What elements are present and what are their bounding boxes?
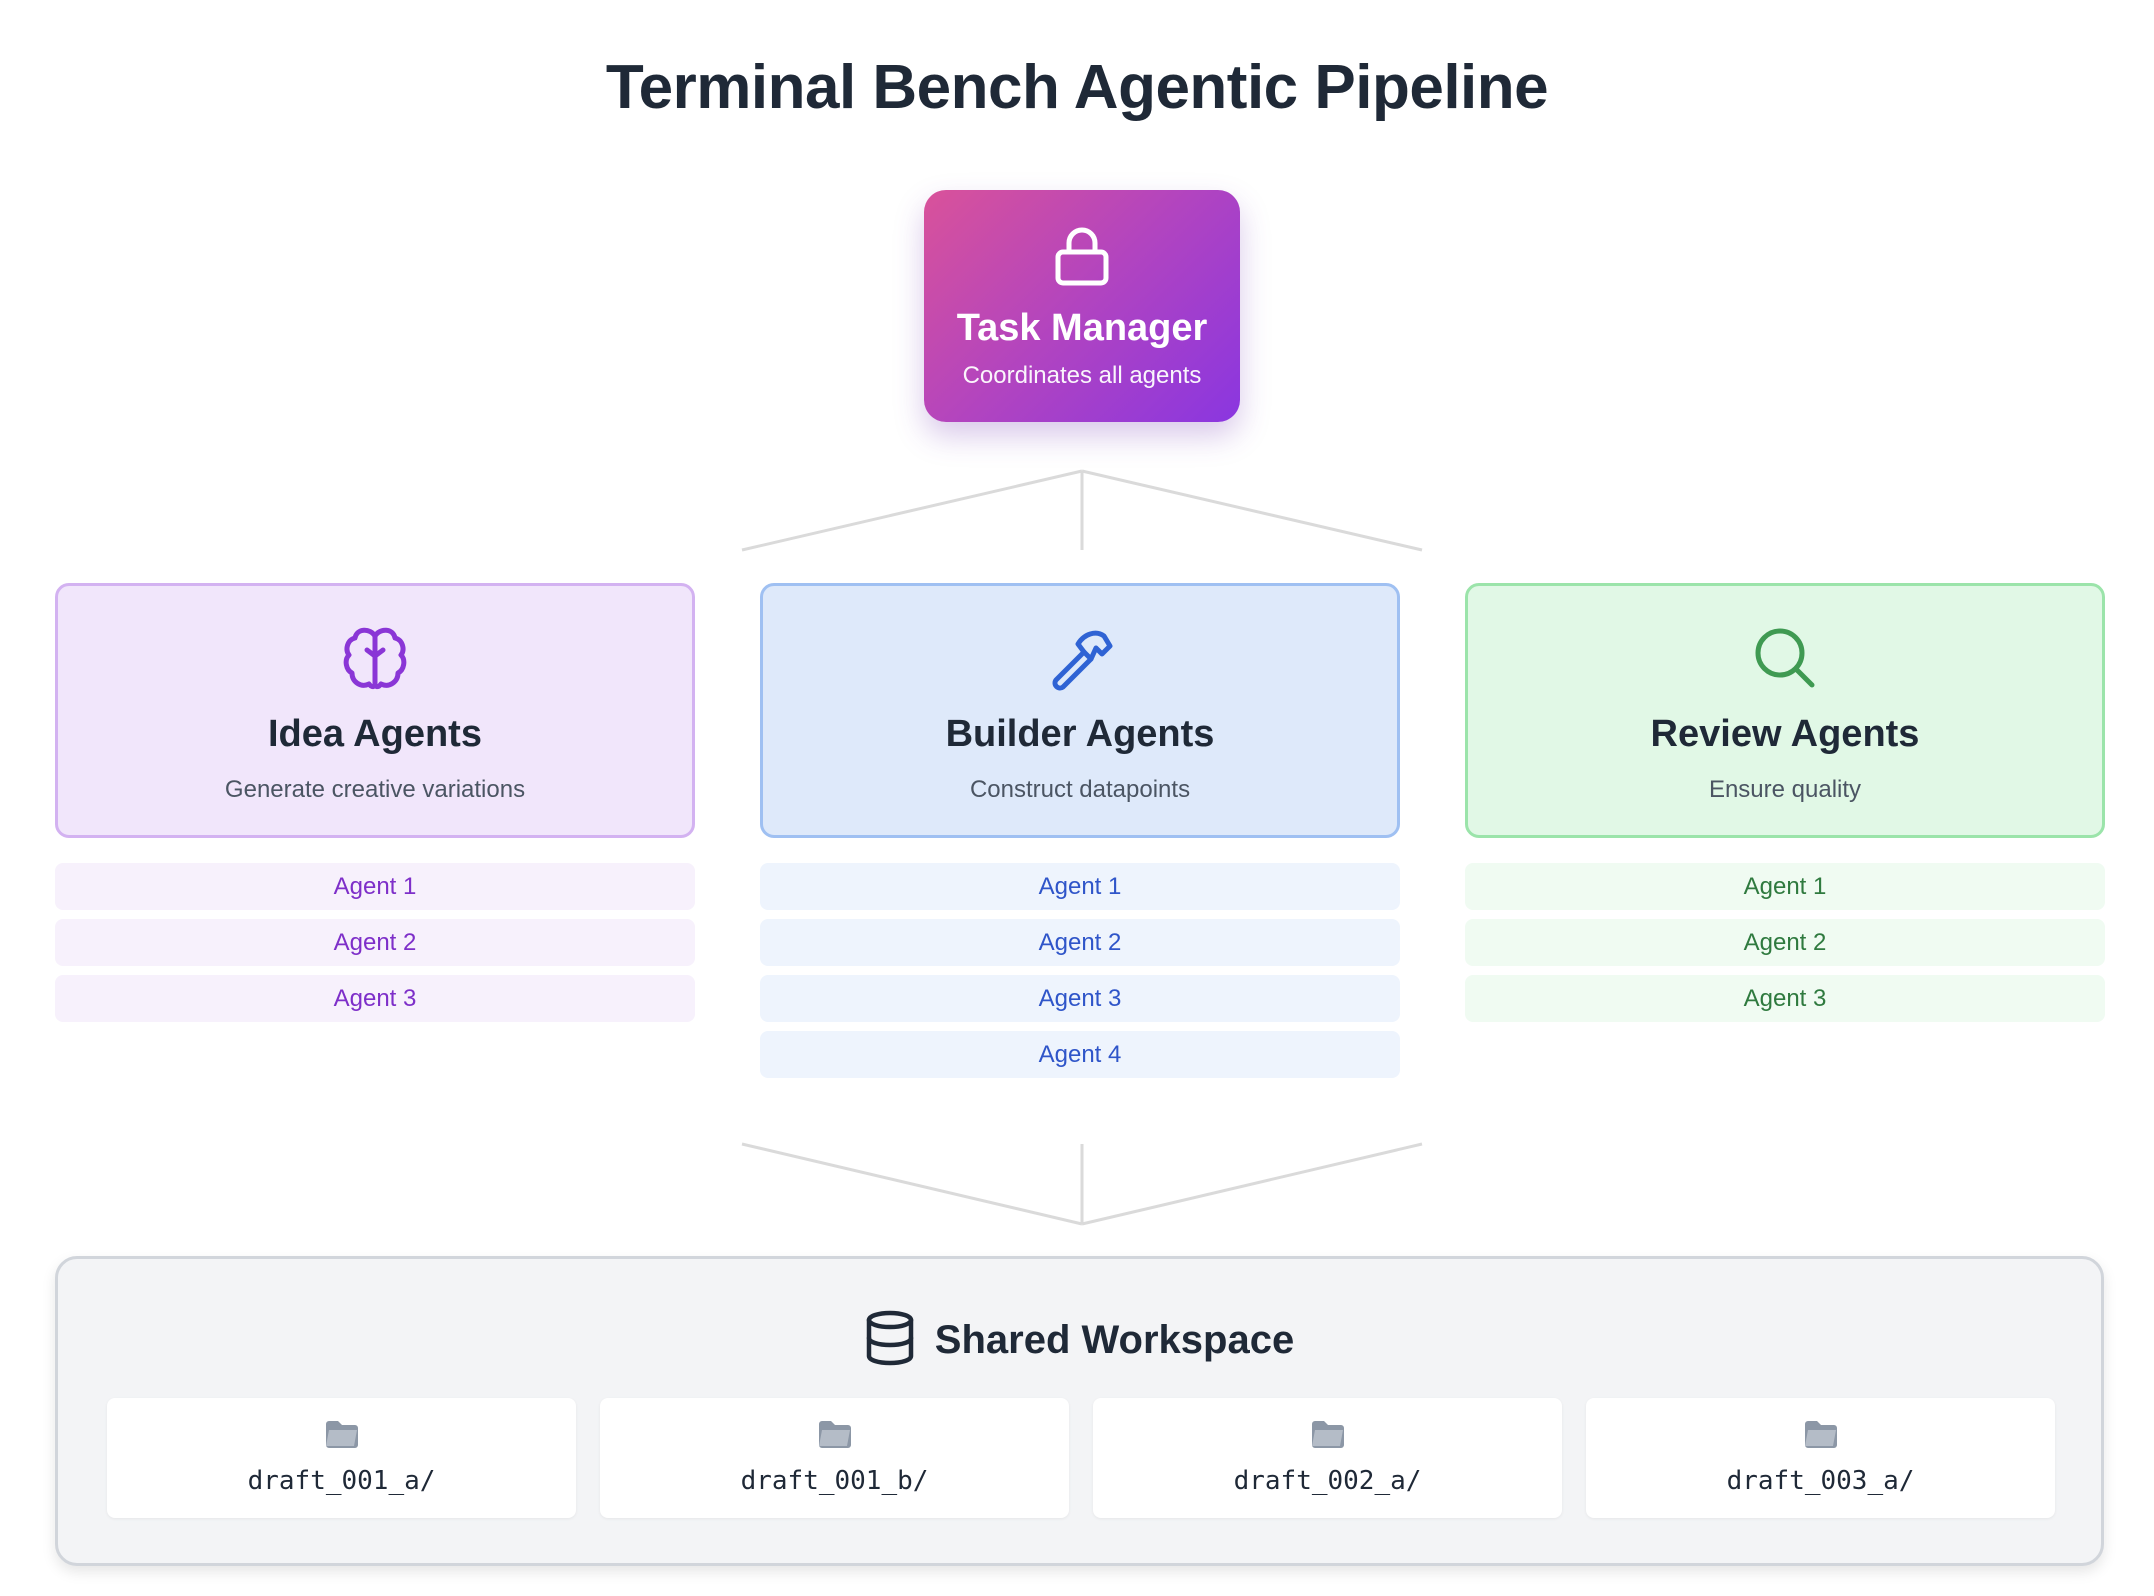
- folder-icon: [1093, 1418, 1562, 1454]
- folder-name: draft_001_a/: [247, 1466, 436, 1496]
- folder-name: draft_001_b/: [740, 1466, 929, 1496]
- idea-agent-item[interactable]: Agent 1: [55, 863, 695, 910]
- idea-agents-subtitle: Generate creative variations: [224, 776, 526, 803]
- builder-agent-item[interactable]: Agent 2: [760, 919, 1400, 966]
- search-icon: [1468, 622, 2102, 698]
- builder-agent-item[interactable]: Agent 4: [760, 1031, 1400, 1078]
- folder-name: draft_003_a/: [1726, 1466, 1915, 1496]
- workspace-header: Shared Workspace: [58, 1310, 2101, 1370]
- review-agents-column: Review Agents Ensure quality Agent 1 Age…: [1465, 583, 2105, 1031]
- workspace-title: Shared Workspace: [934, 1317, 1295, 1362]
- brain-icon: [58, 622, 692, 698]
- idea-agent-list: Agent 1 Agent 2 Agent 3: [55, 863, 695, 1022]
- builder-agent-item[interactable]: Agent 1: [760, 863, 1400, 910]
- database-icon: [865, 1310, 915, 1371]
- page-title: Terminal Bench Agentic Pipeline: [605, 53, 1549, 122]
- folder-icon: [1586, 1418, 2055, 1454]
- builder-agents-title: Builder Agents: [945, 713, 1215, 755]
- task-manager-title: Task Manager: [956, 307, 1208, 349]
- builder-agents-card[interactable]: Builder Agents Construct datapoints: [760, 583, 1400, 838]
- lock-icon: [924, 224, 1240, 288]
- shared-workspace-panel: Shared Workspace draft_001_a/ draft_001_…: [55, 1256, 2104, 1566]
- idea-agents-card[interactable]: Idea Agents Generate creative variations: [55, 583, 695, 838]
- folder-card[interactable]: draft_002_a/: [1093, 1398, 1562, 1518]
- review-agent-list: Agent 1 Agent 2 Agent 3: [1465, 863, 2105, 1022]
- task-manager-subtitle: Coordinates all agents: [962, 362, 1202, 389]
- review-agent-item[interactable]: Agent 2: [1465, 919, 2105, 966]
- review-agent-item[interactable]: Agent 1: [1465, 863, 2105, 910]
- review-agents-title: Review Agents: [1650, 713, 1920, 755]
- builder-agents-subtitle: Construct datapoints: [969, 776, 1191, 803]
- hammer-icon: [763, 622, 1397, 698]
- builder-agent-list: Agent 1 Agent 2 Agent 3 Agent 4: [760, 863, 1400, 1078]
- task-manager-card[interactable]: Task Manager Coordinates all agents: [924, 190, 1240, 422]
- review-agents-subtitle: Ensure quality: [1708, 776, 1862, 803]
- folder-card[interactable]: draft_003_a/: [1586, 1398, 2055, 1518]
- review-agents-card[interactable]: Review Agents Ensure quality: [1465, 583, 2105, 838]
- idea-agents-title: Idea Agents: [268, 713, 482, 755]
- folder-name: draft_002_a/: [1233, 1466, 1422, 1496]
- review-agent-item[interactable]: Agent 3: [1465, 975, 2105, 1022]
- builder-agent-item[interactable]: Agent 3: [760, 975, 1400, 1022]
- folder-card[interactable]: draft_001_b/: [600, 1398, 1069, 1518]
- builder-agents-column: Builder Agents Construct datapoints Agen…: [760, 583, 1400, 1087]
- idea-agent-item[interactable]: Agent 3: [55, 975, 695, 1022]
- idea-agent-item[interactable]: Agent 2: [55, 919, 695, 966]
- folder-icon: [107, 1418, 576, 1454]
- folder-card[interactable]: draft_001_a/: [107, 1398, 576, 1518]
- folder-icon: [600, 1418, 1069, 1454]
- folder-list: draft_001_a/ draft_001_b/ draft_002_a/ d…: [107, 1398, 2055, 1518]
- idea-agents-column: Idea Agents Generate creative variations…: [55, 583, 695, 1031]
